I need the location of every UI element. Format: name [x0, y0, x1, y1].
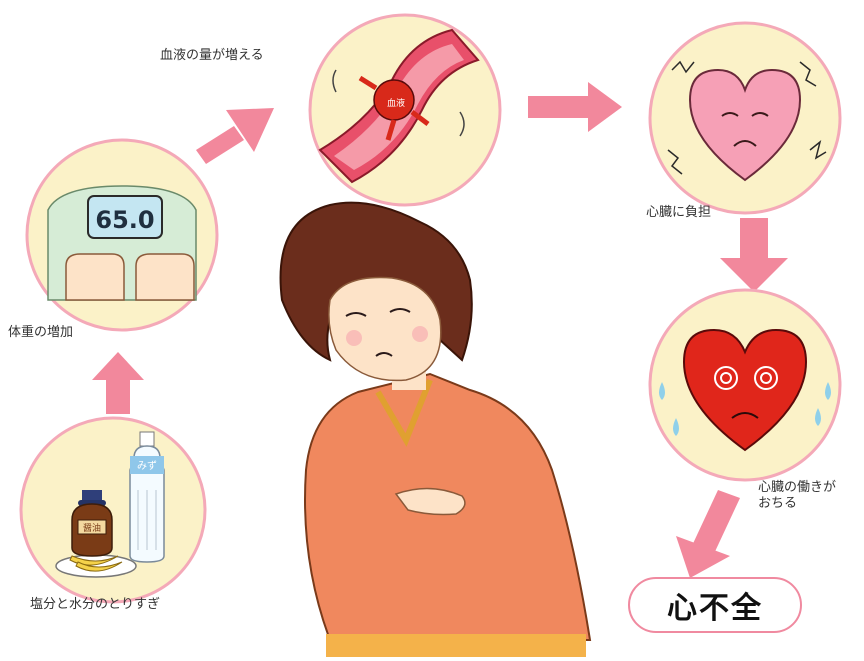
- woman-illustration: [281, 203, 590, 657]
- heart-burden-circle: [650, 23, 840, 213]
- result-badge: 心不全: [628, 577, 802, 633]
- blood-vessel-circle: 血液: [310, 15, 500, 205]
- weight-scale-circle: 65.0: [27, 140, 217, 330]
- arrow-down-1: [720, 218, 788, 292]
- scale-reading: 65.0: [95, 206, 154, 234]
- result-text: 心不全: [667, 583, 763, 627]
- label-heart-weakens: 心臓の働きが おちる: [758, 480, 836, 512]
- scale-icon: 65.0: [48, 186, 196, 300]
- arrow-down-2: [676, 490, 740, 578]
- bottle-label: みず: [137, 460, 157, 472]
- salt-water-circle: 醤油 みず: [21, 418, 205, 602]
- label-blood-volume: 血液の量が増える: [160, 48, 264, 64]
- label-salt-water: 塩分と水分のとりすぎ: [30, 597, 160, 613]
- blood-cell-label: 血液: [387, 97, 405, 109]
- arrow-diagonal: [196, 108, 274, 164]
- heart-weakens-circle: [650, 290, 840, 480]
- arrow-up: [92, 352, 144, 414]
- arrow-right: [528, 82, 622, 132]
- bottle-icon: みず: [130, 432, 164, 562]
- label-weight-gain: 体重の増加: [8, 325, 73, 341]
- label-heart-burden: 心臓に負担: [646, 205, 711, 221]
- soy-sauce-label: 醤油: [83, 522, 101, 534]
